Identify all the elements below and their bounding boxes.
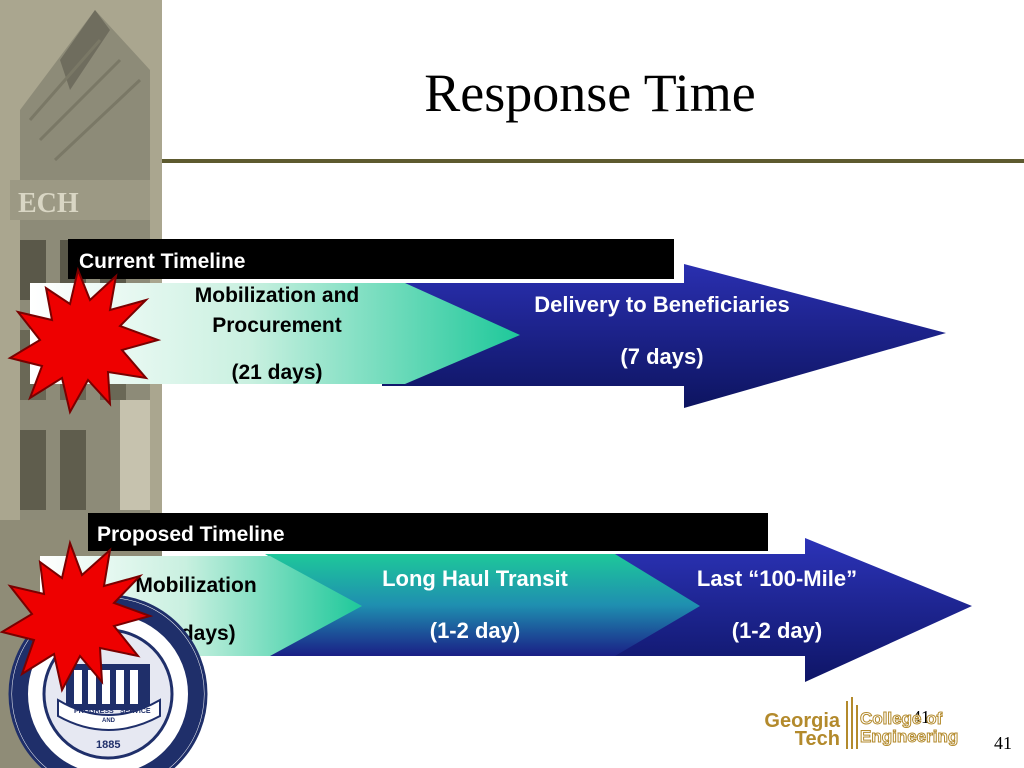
page-number: 41: [912, 707, 930, 727]
current-stage2-line1: Delivery to Beneficiaries: [534, 292, 790, 317]
current-stage1-line1: Mobilization and: [195, 284, 359, 307]
proposed-timeline-header: Proposed Timeline: [97, 523, 285, 546]
proposed-stage1-line1: Mobilization: [135, 574, 256, 597]
proposed-stage3-arrow: [610, 538, 972, 682]
footer-page-number: 41: [994, 733, 1012, 753]
current-timeline-header-bar: [68, 239, 674, 279]
svg-text:ECH: ECH: [18, 188, 79, 219]
proposed-stage2-duration: (1-2 day): [430, 618, 520, 643]
title-divider: [162, 159, 1024, 163]
proposed-stage3-line1: Last “100-Mile”: [697, 566, 857, 591]
seal-ribbon-left: PROGRESS: [74, 708, 114, 715]
current-timeline-header: Current Timeline: [79, 250, 245, 273]
current-stage1-arrow: [30, 283, 520, 384]
logo-engineering: Engineering: [860, 727, 958, 746]
logo-college: College of: [860, 709, 943, 728]
starburst-icon: [0, 539, 154, 693]
tower-emblem-icon: [846, 697, 858, 749]
proposed-stage3-duration: (1-2 day): [732, 618, 822, 643]
seal-ribbon-mid: AND: [102, 718, 116, 724]
seal-year: 1885: [96, 739, 120, 751]
slide-title: Response Time: [424, 63, 756, 123]
logo-tech: Tech: [795, 728, 840, 750]
starburst-icon: [7, 266, 162, 415]
logo-georgia: Georgia: [764, 710, 840, 732]
proposed-timeline-header-bar: [88, 513, 768, 551]
current-stage1-line2: Procurement: [212, 314, 342, 337]
proposed-stage2-line1: Long Haul Transit: [382, 566, 568, 591]
seal-ribbon-right: SERVICE: [120, 708, 151, 715]
current-stage2-duration: (7 days): [620, 344, 703, 369]
proposed-stage2-arrow: [265, 554, 700, 656]
current-stage1-duration: (21 days): [231, 361, 322, 384]
current-stage2-arrow: [382, 264, 946, 408]
georgia-tech-logo: Georgia Tech College of Engineering: [764, 697, 959, 750]
